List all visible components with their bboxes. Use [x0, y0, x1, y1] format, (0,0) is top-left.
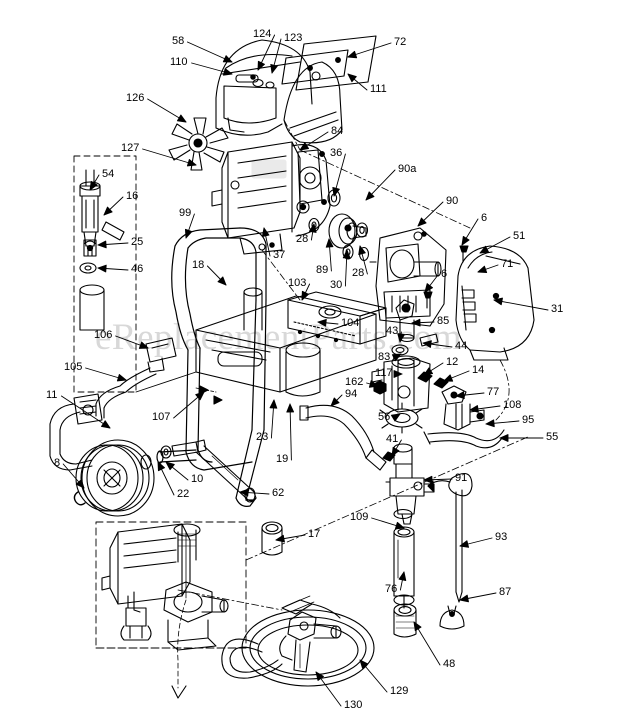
callout-56: 56: [378, 411, 391, 423]
callout-83: 83: [378, 351, 391, 363]
callout-106: 106: [94, 329, 113, 341]
callout-14: 14: [472, 364, 485, 376]
callout-6: 6: [481, 212, 488, 224]
callout-51: 51: [513, 230, 526, 242]
callout-90: 90: [446, 195, 459, 207]
callout-99: 99: [179, 207, 192, 219]
callout-117: 117: [375, 367, 393, 379]
callout-130: 130: [344, 699, 363, 711]
callout-107: 107: [152, 411, 171, 423]
callout-94: 94: [345, 388, 358, 400]
callout-19: 19: [276, 453, 289, 465]
callout-18: 18: [192, 259, 205, 271]
callout-30: 30: [330, 279, 343, 291]
callout-90a: 90a: [398, 163, 417, 175]
callout-77: 77: [487, 386, 500, 398]
callout-85: 85: [437, 315, 450, 327]
callout-25: 25: [131, 236, 144, 248]
callout-22: 22: [177, 488, 190, 500]
callout-108: 108: [503, 399, 522, 411]
callout-87: 87: [499, 586, 512, 598]
callout-43: 43: [386, 325, 399, 337]
callout-41: 41: [386, 433, 399, 445]
callout-103: 103: [288, 277, 307, 289]
callout-127: 127: [121, 142, 140, 154]
callout-8: 8: [54, 457, 61, 469]
callout-23: 23: [256, 431, 269, 443]
callout-17: 17: [308, 528, 321, 540]
callout-55: 55: [546, 431, 559, 443]
callout-10: 10: [191, 473, 204, 485]
callout-109: 109: [350, 511, 369, 523]
callout-72: 72: [394, 36, 407, 48]
callout-58: 58: [172, 35, 185, 47]
callout-162: 162: [345, 376, 364, 388]
callout-44: 44: [455, 340, 468, 352]
callout-16: 16: [126, 190, 139, 202]
callout-46: 46: [131, 263, 144, 275]
callout-95: 95: [522, 414, 535, 426]
callout-71: 71: [501, 258, 514, 270]
callout-31: 31: [551, 303, 564, 315]
callout-124: 124: [253, 28, 272, 40]
callout-91: 91: [455, 472, 468, 484]
callout-12: 12: [446, 356, 459, 368]
callout-48: 48: [443, 658, 456, 670]
callout-123: 123: [284, 32, 303, 44]
callout-105: 105: [64, 361, 83, 373]
callout-37: 37: [273, 249, 286, 261]
callout-84: 84: [331, 125, 344, 137]
callout-89: 89: [316, 264, 329, 276]
callout-93: 93: [495, 531, 508, 543]
callout-62: 62: [272, 487, 285, 499]
callout-129: 129: [390, 685, 409, 697]
callout-36: 36: [330, 147, 343, 159]
callout-54: 54: [102, 168, 115, 180]
callout-11: 11: [46, 389, 58, 401]
callout-110: 110: [170, 56, 188, 68]
callout-6: 6: [441, 268, 448, 280]
callout-111: 111: [370, 83, 387, 95]
callout-28: 28: [296, 233, 309, 245]
callout-126: 126: [126, 92, 145, 104]
callout-28: 28: [352, 267, 365, 279]
callout-104: 104: [341, 317, 360, 329]
callout-76: 76: [385, 583, 398, 595]
